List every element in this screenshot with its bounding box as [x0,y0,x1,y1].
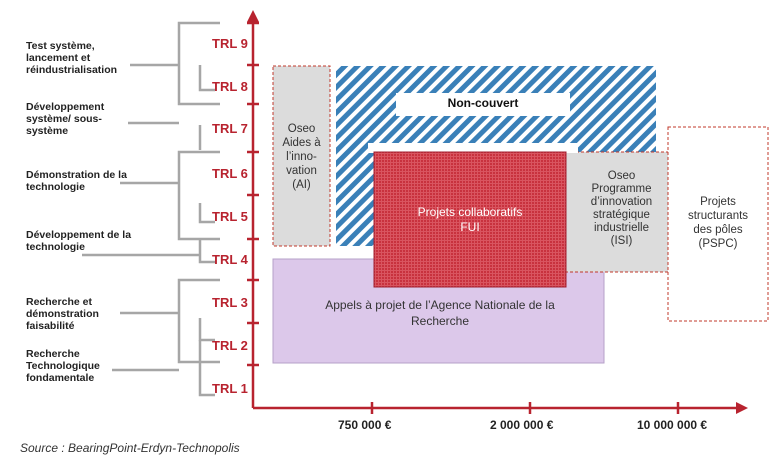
oseo-isi-box [565,151,678,273]
x-tick-10000000: 10 000 000 € [637,418,708,432]
pspc-box [667,126,769,322]
trl-8-label: TRL 8 [212,79,248,94]
fui-frame [368,143,578,153]
trl-3-label: TRL 3 [212,295,248,310]
pspc-label: Projets structurants des pôles (PSPC) [687,196,749,250]
oseo-isi-label: Oseo Programme d’innovation stratégique … [590,170,653,247]
source-caption: Source : BearingPoint-Erdyn-Technopolis [20,441,240,455]
phase-label-demonstration-technologie: Démonstration de la technologie [26,169,127,193]
trl-1-label: TRL 1 [212,381,248,396]
trl-5-label: TRL 5 [212,209,248,224]
anr-label: Appels à projet de l’Agence Nationale de… [325,298,555,328]
fui-box [373,151,567,288]
fui-label: Projets collaboratifs FUI [417,205,523,234]
phase-label-test-systeme: Test système, lancement et réindustriali… [26,40,118,76]
phase-brackets [82,21,220,397]
trl-9-label: TRL 9 [212,36,248,51]
non-couvert-label: Non-couvert [447,96,519,110]
trl-6-label: TRL 6 [212,166,248,181]
x-tick-2000000: 2 000 000 € [490,418,554,432]
axes [247,10,748,414]
oseo-ai-box [272,65,331,247]
x-tick-750000: 750 000 € [338,418,392,432]
phase-label-developpement-systeme: Développement système/ sous- système [26,101,105,137]
phase-label-developpement-technologie: Développement de la technologie [26,229,132,253]
phase-label-recherche-demonstration: Recherche et démonstration faisabilité [26,296,99,332]
trl-7-label: TRL 7 [212,121,248,136]
oseo-ai-label: Oseo Aides à l’inno- vation (AI) [282,123,321,191]
trl-2-label: TRL 2 [212,338,248,353]
trl-4-label: TRL 4 [212,252,248,267]
phase-label-recherche-fondamentale: Recherche Technologique fondamentale [26,348,100,384]
non-couvert-label-box [396,93,570,116]
